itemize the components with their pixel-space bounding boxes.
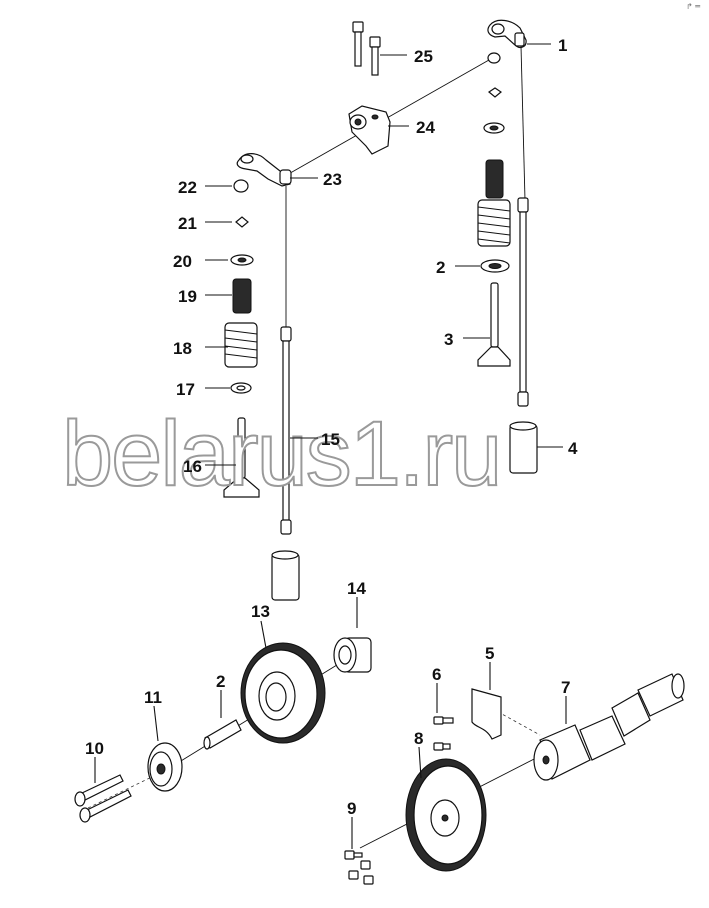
callout-6: 6: [432, 665, 441, 684]
bolts-6: [433, 716, 454, 751]
tappet-right: [509, 421, 538, 474]
camshaft-gear-8: [405, 758, 487, 872]
bolts-25: [352, 21, 381, 76]
callout-25: 25: [414, 47, 433, 66]
washer-left: [230, 382, 252, 394]
callout-2-lower: 2: [216, 672, 225, 691]
watermark-text: belarus1.ru: [62, 403, 500, 505]
callout-10: 10: [85, 739, 104, 758]
valve-left: [223, 417, 260, 498]
valve-cap-left: [233, 179, 249, 193]
idler-gear-13: [240, 642, 326, 744]
callout-8: 8: [414, 729, 423, 748]
callout-19: 19: [178, 287, 197, 306]
pushrod-left: [280, 326, 292, 535]
valve-keepers-left: [235, 216, 249, 228]
outer-spring-right: [477, 199, 511, 247]
pushrod-right: [517, 197, 529, 407]
corner-mark: ↱ ═: [686, 2, 700, 11]
spring-seat-right: [480, 259, 510, 273]
callout-1: 1: [558, 36, 567, 55]
pushrod-right-axis: [520, 45, 526, 201]
rocker-arm-right: [487, 19, 527, 49]
camshaft-7: [533, 673, 685, 781]
callout-23: 23: [323, 170, 342, 189]
callout-labels: 1 2 3 4 25 24 23 22 21 20 19 18 17 16 15…: [85, 36, 578, 818]
callout-13: 13: [251, 602, 270, 621]
rocker-bracket-24: [348, 105, 391, 155]
callout-15: 15: [321, 430, 340, 449]
inner-spring-right: [485, 159, 504, 199]
bolts-10: [74, 774, 132, 823]
callout-3: 3: [444, 330, 453, 349]
rocker-shaft-line: [284, 55, 497, 177]
spring-cap-left: [230, 254, 254, 266]
callout-11: 11: [144, 688, 162, 707]
callout-leaders: [94, 43, 567, 849]
bolts-9: [344, 850, 374, 885]
tappet-left: [271, 550, 300, 601]
callout-2-upper: 2: [436, 258, 445, 277]
bushing-14: [333, 637, 372, 673]
axle-2: [203, 719, 242, 750]
callout-14: 14: [347, 579, 366, 598]
outer-spring-left: [224, 322, 258, 368]
spring-cap-right: [483, 122, 505, 134]
callout-17: 17: [176, 380, 195, 399]
callout-4: 4: [568, 439, 578, 458]
callout-21: 21: [178, 214, 197, 233]
callout-9: 9: [347, 799, 356, 818]
valve-keepers-right: [487, 52, 503, 98]
valve-right: [477, 282, 511, 367]
plate-axis: [481, 702, 541, 736]
rocker-arm-left: [236, 153, 292, 187]
callout-7: 7: [561, 678, 570, 697]
callout-5: 5: [485, 644, 494, 663]
callout-24: 24: [416, 118, 435, 137]
washer-plate-11: [147, 742, 183, 792]
thrust-plate-5: [471, 688, 502, 740]
callout-22: 22: [178, 178, 197, 197]
inner-spring-left: [232, 278, 252, 314]
callout-16: 16: [183, 457, 202, 476]
callout-18: 18: [173, 339, 192, 358]
callout-20: 20: [173, 252, 192, 271]
